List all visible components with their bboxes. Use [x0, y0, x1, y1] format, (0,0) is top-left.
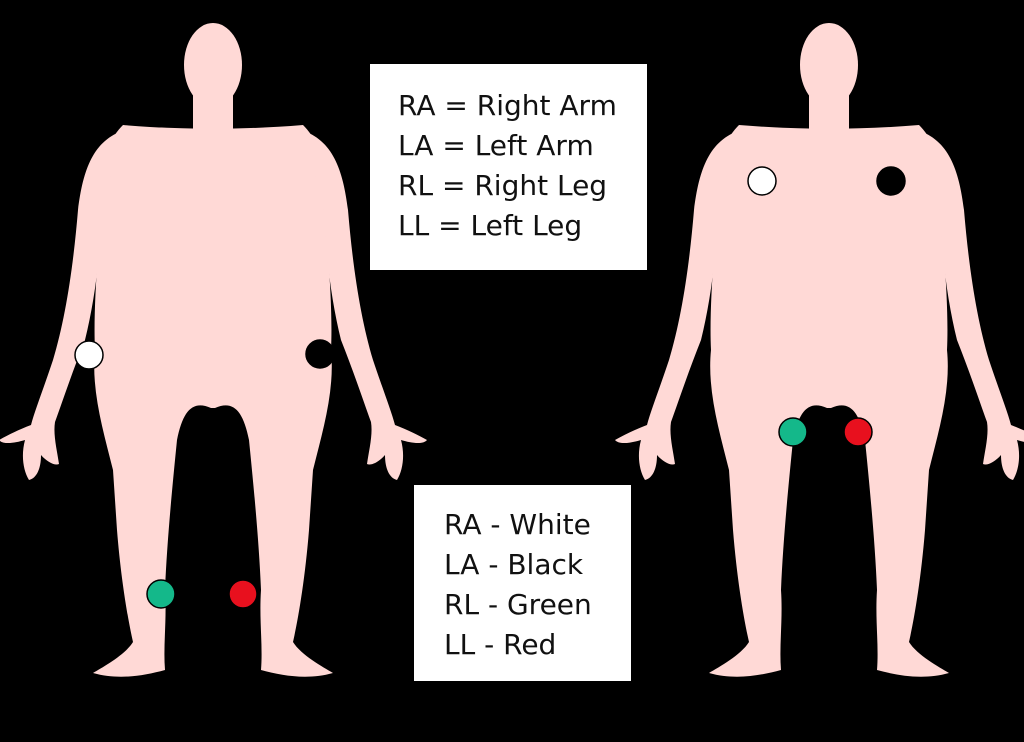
abbr-code: RA: [398, 89, 436, 122]
color-key-code: RL: [444, 588, 480, 621]
color-key-line: RL - Green: [444, 585, 631, 625]
abbr-separator: =: [444, 89, 468, 122]
abbr-separator: =: [441, 169, 466, 202]
color-key-name: Green: [506, 588, 592, 621]
abbreviation-line: RL = Right Leg: [398, 166, 647, 206]
color-key-line: RA - White: [444, 505, 631, 545]
color-legend: RA - White LA - Black RL - Green LL - Re…: [414, 485, 631, 681]
color-key-separator: -: [490, 508, 501, 541]
abbr-separator: =: [438, 209, 462, 242]
color-key-separator: -: [488, 548, 499, 581]
electrode-ra: [74, 340, 104, 370]
color-key-separator: -: [484, 628, 495, 661]
electrode-ra: [747, 166, 777, 196]
electrode-ll: [843, 417, 873, 447]
abbr-meaning: Right Leg: [474, 169, 608, 202]
color-key-code: LL: [444, 628, 476, 661]
abbr-code: RL: [398, 169, 434, 202]
abbr-meaning: Right Arm: [476, 89, 617, 122]
color-key-name: White: [509, 508, 591, 541]
abbreviation-line: LA = Left Arm: [398, 126, 647, 166]
abbreviation-legend: RA = Right Arm LA = Left Arm RL = Right …: [370, 64, 647, 270]
color-key-line: LL - Red: [444, 625, 631, 665]
color-key-name: Black: [507, 548, 584, 581]
abbreviation-line: LL = Left Leg: [398, 206, 647, 246]
electrode-rl: [146, 579, 176, 609]
abbr-meaning: Left Arm: [474, 129, 594, 162]
color-key-code: RA: [444, 508, 482, 541]
abbr-meaning: Left Leg: [470, 209, 583, 242]
abbr-separator: =: [442, 129, 466, 162]
electrode-la: [876, 166, 906, 196]
electrode-rl: [778, 417, 808, 447]
electrode-ll: [228, 579, 258, 609]
electrode-la: [305, 339, 335, 369]
abbr-code: LA: [398, 129, 434, 162]
color-key-code: LA: [444, 548, 480, 581]
color-key-name: Red: [503, 628, 557, 661]
color-key-line: LA - Black: [444, 545, 631, 585]
abbr-code: LL: [398, 209, 430, 242]
electrodes: [74, 166, 906, 609]
color-key-separator: -: [487, 588, 499, 621]
abbreviation-line: RA = Right Arm: [398, 86, 647, 126]
